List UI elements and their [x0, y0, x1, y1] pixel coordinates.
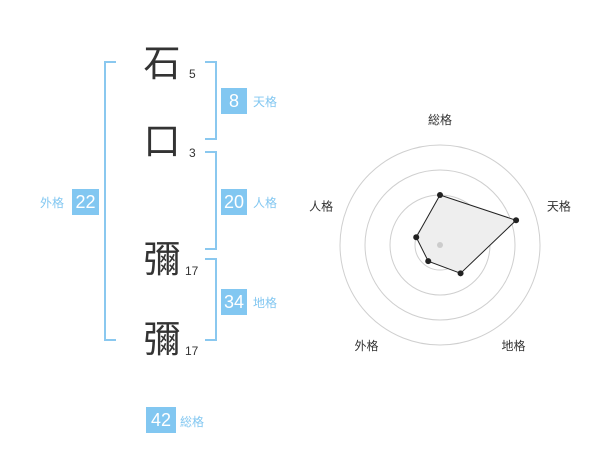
char-2-strokes: 3: [189, 146, 196, 160]
radar-axis-label: 地格: [501, 338, 525, 353]
radar-point: [425, 258, 432, 265]
gaikaku-value: 22: [72, 189, 99, 215]
char-4: 彌: [143, 318, 181, 361]
radar-axis-label: 天格: [547, 198, 571, 213]
tenkaku-label: 天格: [253, 95, 278, 109]
tenkaku-bracket: [205, 61, 217, 140]
gaikaku-label: 外格: [40, 196, 65, 210]
char-3-strokes: 17: [185, 264, 199, 278]
char-1: 石: [143, 42, 181, 85]
radar-point: [513, 217, 520, 224]
radar-score-polygon: [415, 194, 518, 274]
chikaku-bracket: [205, 258, 217, 341]
radar-center-dot: [437, 242, 443, 248]
soukaku-label: 総格: [180, 415, 205, 429]
radar-axis-label: 外格: [355, 338, 379, 353]
chikaku-value: 34: [221, 289, 247, 315]
radar-axis-label: 人格: [309, 198, 333, 213]
gaikaku-bracket: [104, 61, 116, 341]
tenkaku-value: 8: [221, 88, 247, 114]
radar-axis-label: 総格: [428, 112, 452, 127]
jinkaku-value: 20: [221, 189, 247, 215]
char-1-strokes: 5: [189, 67, 196, 81]
char-2: 口: [143, 120, 181, 163]
chikaku-label: 地格: [253, 296, 278, 310]
jinkaku-bracket: [205, 151, 217, 250]
soukaku-value: 42: [146, 407, 176, 433]
radar-ring: [364, 169, 516, 321]
char-3: 彌: [143, 238, 181, 281]
jinkaku-label: 人格: [253, 196, 278, 210]
char-4-strokes: 17: [185, 344, 199, 358]
radar-point: [457, 270, 464, 277]
radar-point: [413, 234, 420, 241]
radar-point: [437, 192, 443, 198]
radar-ring: [339, 144, 541, 346]
